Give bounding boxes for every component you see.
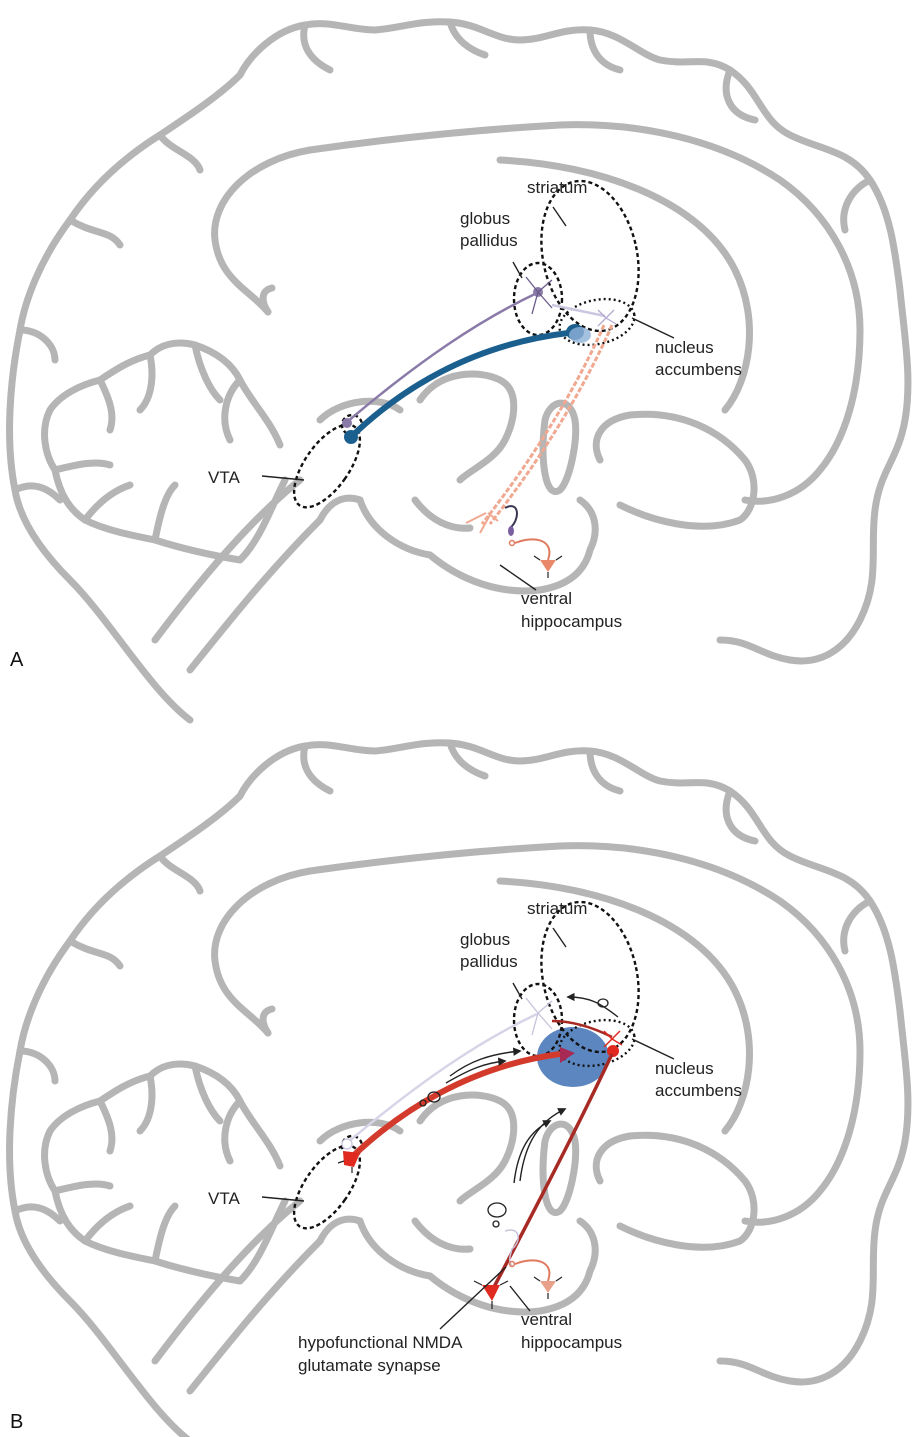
globus-pallidus-label-2: pallidus <box>460 952 518 971</box>
globus-pallidus-region <box>512 261 564 337</box>
nucleus-accumbens-region <box>558 297 636 347</box>
ventral-hippocampus-label-2: hippocampus <box>521 1333 622 1352</box>
gaba-projection <box>346 291 538 423</box>
interneuron-axon <box>504 505 518 529</box>
glutamate-projection <box>480 324 606 525</box>
vta-gaba-neuron <box>341 1138 353 1150</box>
globus-pallidus-label-1: globus <box>460 209 510 228</box>
globus-pallidus-label-2: pallidus <box>460 231 518 250</box>
panel-b: striatum globus pallidus nucleus accumbe… <box>10 743 908 1437</box>
nucleus-accumbens-leader <box>631 1038 675 1060</box>
accumbens-neuron <box>597 309 617 327</box>
vta-region <box>292 423 362 509</box>
cloud-icon <box>419 1099 427 1107</box>
striatum-region <box>540 900 640 1054</box>
pyramidal-neuron <box>540 1281 556 1293</box>
pallidal-neuron <box>525 997 553 1036</box>
ventral-hippocampus-leader <box>499 564 537 591</box>
activity-arrow <box>445 1057 507 1084</box>
nucleus-accumbens-label-1: nucleus <box>655 1059 714 1078</box>
striatum-leader <box>552 927 567 948</box>
striatum-label: striatum <box>527 899 587 918</box>
hippocampal-terminal <box>465 512 499 534</box>
nucleus-accumbens-leader <box>631 317 675 339</box>
faded-gaba-projection <box>346 1012 538 1144</box>
activity-arrow <box>566 992 619 1018</box>
activity-arrow <box>513 1120 552 1184</box>
globus-pallidus-label-1: globus <box>460 930 510 949</box>
hippocampal-axon <box>514 538 551 561</box>
synapse-label-1: hypofunctional NMDA <box>298 1333 463 1352</box>
globus-pallidus-leader <box>512 261 523 279</box>
ventral-hippocampus-leader <box>509 1285 531 1312</box>
globus-pallidus-leader <box>512 982 523 1000</box>
hyperactive-dopamine-projection <box>349 1051 561 1160</box>
dopamine-release-area <box>537 1027 609 1087</box>
synapse-label-2: glutamate synapse <box>298 1356 441 1375</box>
panel-b-label: B <box>10 1411 23 1433</box>
ventral-hippocampus-label-1: ventral <box>521 589 572 608</box>
dopamine-terminal <box>560 1047 575 1063</box>
nucleus-accumbens-region <box>558 1018 636 1068</box>
cloud-icon <box>427 1091 441 1103</box>
pyramidal-neuron <box>540 560 556 572</box>
vta-dopamine-neuron <box>344 430 358 444</box>
hyperactive-glutamate-projection <box>492 1053 614 1288</box>
cloud-icon <box>487 1202 507 1218</box>
panel-a-label: A <box>10 649 24 671</box>
ventral-hippocampus-label-1: ventral <box>521 1310 572 1329</box>
nucleus-accumbens-label-2: accumbens <box>655 360 742 379</box>
vta-region <box>292 1144 362 1230</box>
hippocampal-pyramidal-neuron <box>482 1285 500 1301</box>
nucleus-accumbens-label-2: accumbens <box>655 1081 742 1100</box>
accumbens-terminal <box>607 1045 619 1057</box>
vta-gaba-neuron <box>342 418 352 428</box>
vta-dendrites <box>337 1160 353 1173</box>
cloud-icon <box>597 998 609 1008</box>
striatum-leader <box>552 206 567 227</box>
dopamine-projection <box>349 330 569 439</box>
hippocampal-axon <box>514 1259 551 1282</box>
striatum-region <box>540 179 640 333</box>
vta-label: VTA <box>208 468 240 487</box>
pyramidal-dendrites <box>533 555 563 578</box>
ventral-hippocampus-label-2: hippocampus <box>521 612 622 631</box>
pyramidal-dendrites <box>473 1280 509 1309</box>
vta-dopamine-neuron <box>343 1151 360 1167</box>
interneuron <box>508 526 514 536</box>
glutamate-projection-2 <box>488 324 614 525</box>
synapse-bouton <box>508 1260 516 1268</box>
vta-label: VTA <box>208 1189 240 1208</box>
dopamine-release <box>569 327 591 343</box>
panel-a: striatum globus pallidus nucleus accumbe… <box>10 22 908 720</box>
synapse-bouton <box>508 539 516 547</box>
globus-pallidus-region <box>512 982 564 1058</box>
accumbens-to-pallidum <box>551 303 606 318</box>
activity-arrow <box>519 1108 567 1182</box>
vta-leader <box>261 1196 305 1202</box>
pallidal-dendrites <box>525 276 553 315</box>
striatum-label: striatum <box>527 178 587 197</box>
nucleus-accumbens-label-1: nucleus <box>655 338 714 357</box>
synapse-leader <box>439 1266 507 1330</box>
brain-outline <box>10 22 908 720</box>
cloud-icon <box>492 1220 500 1228</box>
pyramidal-dendrites-2 <box>533 1276 563 1299</box>
accumbens-neuron <box>603 1030 623 1048</box>
activity-arrow <box>449 1047 522 1077</box>
vta-leader <box>261 475 305 481</box>
